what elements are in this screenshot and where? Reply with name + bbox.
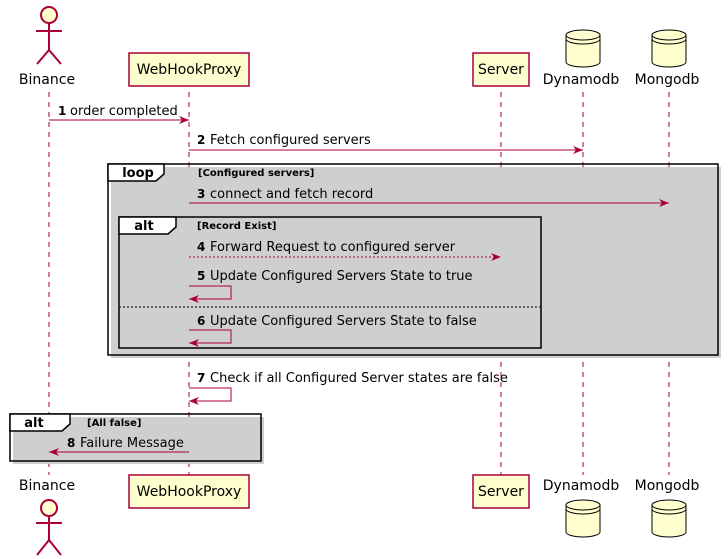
alt-keyword: alt — [134, 219, 153, 234]
message-label: Check if all Configured Server states ar… — [210, 371, 508, 386]
message-8: 8 Failure Message — [49, 436, 189, 456]
participant-label-server-top: Server — [478, 62, 524, 78]
loop-keyword: loop — [122, 166, 154, 181]
self-message-arrow — [189, 387, 232, 405]
message-label: Failure Message — [80, 436, 184, 451]
alt-guard: [All false] — [87, 418, 141, 429]
message-number: 2 — [197, 133, 205, 147]
participant-box-webhookproxy-top — [128, 52, 250, 87]
message-number: 8 — [67, 436, 75, 450]
participant-box-webhookproxy-bottom — [128, 474, 250, 509]
message-number: 3 — [197, 187, 205, 201]
actor-head-icon — [40, 499, 58, 517]
message-number: 4 — [197, 240, 205, 254]
participant-label-mongodb-bottom: Mongodb — [635, 478, 700, 494]
alt-all-false-fragment: alt [All false] — [9, 413, 264, 464]
actor-head-icon — [40, 6, 58, 24]
participant-label-binance-top: Binance — [19, 72, 75, 88]
participant-label-binance-bottom: Binance — [19, 478, 75, 494]
message-2: 2 Fetch configured servers — [189, 133, 583, 154]
message-label: Update Configured Servers State to true — [210, 269, 473, 284]
participant-label-dynamodb-bottom: Dynamodb — [543, 478, 620, 494]
alt-guard: [Record Exist] — [197, 221, 276, 232]
message-5: 5 Update Configured Servers State to tru… — [189, 269, 473, 303]
message-label: order completed — [70, 104, 178, 119]
message-4: 4 Forward Request to configured server — [189, 240, 501, 261]
participant-box-server-top — [472, 52, 530, 87]
message-label: Update Configured Servers State to false — [210, 314, 477, 329]
message-label: Forward Request to configured server — [210, 240, 456, 255]
participant-label-dynamodb-top: Dynamodb — [543, 72, 620, 88]
database-mongodb-top-icon — [651, 29, 687, 68]
message-label: connect and fetch record — [210, 187, 373, 202]
alt-record-exist-fragment: alt [Record Exist] — [118, 216, 544, 351]
participant-label-mongodb-top: Mongodb — [635, 72, 700, 88]
database-mongodb-bottom-icon — [651, 499, 687, 538]
message-number: 1 — [58, 104, 66, 118]
database-dynamodb-bottom-icon — [565, 499, 601, 538]
message-number: 6 — [197, 314, 205, 328]
participant-label-server-bottom: Server — [478, 484, 524, 500]
message-6: 6 Update Configured Servers State to fal… — [189, 314, 477, 347]
participant-box-server-bottom — [472, 474, 530, 509]
message-number: 7 — [197, 371, 205, 385]
database-dynamodb-top-icon — [565, 29, 601, 68]
message-label: Fetch configured servers — [210, 133, 371, 148]
participant-label-webhookproxy-bottom: WebHookProxy — [137, 484, 242, 500]
message-1: 1 order completed — [49, 104, 189, 124]
message-7: 7 Check if all Configured Server states … — [189, 371, 508, 405]
actor-binance-bottom — [36, 499, 62, 556]
self-message-arrow — [189, 285, 232, 303]
message-3: 3 connect and fetch record — [189, 187, 669, 207]
self-message-arrow — [189, 329, 232, 347]
message-number: 5 — [197, 269, 205, 283]
alt-keyword: alt — [24, 416, 43, 431]
loop-guard: [Configured servers] — [198, 168, 314, 179]
participant-label-webhookproxy-top: WebHookProxy — [137, 62, 242, 78]
actor-binance-top — [36, 6, 62, 65]
